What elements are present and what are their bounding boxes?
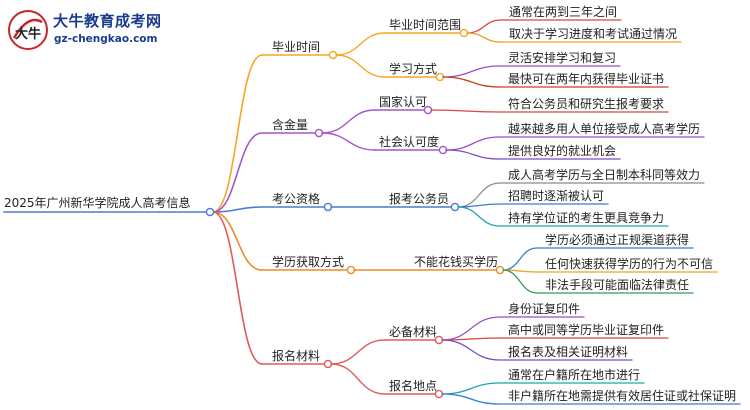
leaf-node: 持有学位证的考生更具竞争力 (508, 211, 665, 225)
root-dot (205, 207, 215, 217)
sub-node: 国家认可 (379, 95, 428, 109)
leaf-node: 学历必须通过正规渠道获得 (545, 233, 690, 247)
sub-node: 必备材料 (389, 325, 438, 339)
logo-title: 大牛教育成考网 (53, 12, 162, 30)
leaf-node: 高中或同等学历毕业证复印件 (508, 323, 665, 337)
leaf-node: 最快可在两年内获得毕业证书 (508, 72, 665, 86)
branch-link (212, 211, 263, 271)
leaf-node: 报名表及相关证明材料 (508, 345, 629, 359)
leaf-link (457, 206, 501, 227)
leaf-link (430, 109, 501, 113)
leaf-node: 灵活安排学习和复习 (508, 51, 617, 65)
sub-node: 报名地点 (389, 379, 438, 393)
sub-link (330, 339, 386, 365)
leaf-node: 提供良好的就业机会 (508, 144, 617, 158)
leaf-link (445, 136, 501, 151)
leaf-node: 成人高考学历与全日制本科同等效力 (508, 168, 701, 182)
branch-node: 考公资格 (272, 192, 321, 206)
logo-url: gz-chengkao.com (54, 33, 158, 45)
logo-mark-icon: 大牛 (8, 10, 48, 50)
leaf-link (441, 393, 501, 405)
branch-link (212, 206, 263, 213)
leaf-link (457, 182, 501, 208)
leaf-node: 非法手段可能面临法律责任 (545, 278, 690, 292)
leaf-link (441, 339, 501, 361)
leaf-link (466, 32, 502, 43)
leaf-link (445, 149, 501, 160)
branch-link (212, 211, 263, 365)
branch-node: 报名材料 (272, 349, 321, 363)
branch-link (212, 54, 263, 213)
leaf-link (442, 65, 501, 78)
leaf-node: 符合公务员和研究生报考要求 (508, 97, 665, 111)
sub-link (321, 132, 376, 151)
sub-link (321, 109, 376, 134)
branch-node: 含金量 (272, 118, 309, 132)
sub-node: 毕业时间范围 (389, 18, 462, 32)
leaf-link (442, 76, 501, 88)
leaf-node: 非户籍所在地需提供有效居住证或社保证明 (508, 389, 737, 403)
sub-link (330, 363, 386, 395)
leaf-node: 任何快速获得学历的行为不可信 (545, 257, 714, 271)
sub-node: 报考公务员 (389, 192, 450, 206)
leaf-node: 取决于学习进度和考试通过情况 (509, 27, 678, 41)
leaf-node: 身份证复印件 (508, 302, 581, 316)
sub-link (335, 32, 386, 56)
svg-text:大牛: 大牛 (15, 26, 41, 42)
leaf-link (441, 316, 501, 341)
sub-node: 不能花钱买学历 (414, 255, 499, 269)
leaf-link (502, 269, 538, 294)
site-logo[interactable]: 大牛 大牛教育成考网 gz-chengkao.com (6, 8, 196, 52)
leaf-node: 招聘时逐渐被认可 (508, 189, 605, 203)
branch-link (212, 132, 263, 213)
leaf-link (466, 19, 502, 34)
leaf-node: 通常在户籍所在地市进行 (508, 368, 641, 382)
leaf-node: 通常在两到三年之间 (509, 5, 618, 19)
sub-link (335, 54, 386, 78)
leaf-link (441, 382, 501, 395)
sub-node: 社会认可度 (379, 135, 440, 149)
sub-node: 学习方式 (389, 62, 438, 76)
leaf-link (502, 247, 538, 271)
leaf-node: 越来越多用人单位接受成人高考学历 (508, 122, 701, 136)
branch-node: 学历获取方式 (272, 255, 345, 269)
branch-node: 毕业时间 (272, 40, 321, 54)
root-node: 2025年广州新华学院成人高考信息 (4, 196, 191, 210)
